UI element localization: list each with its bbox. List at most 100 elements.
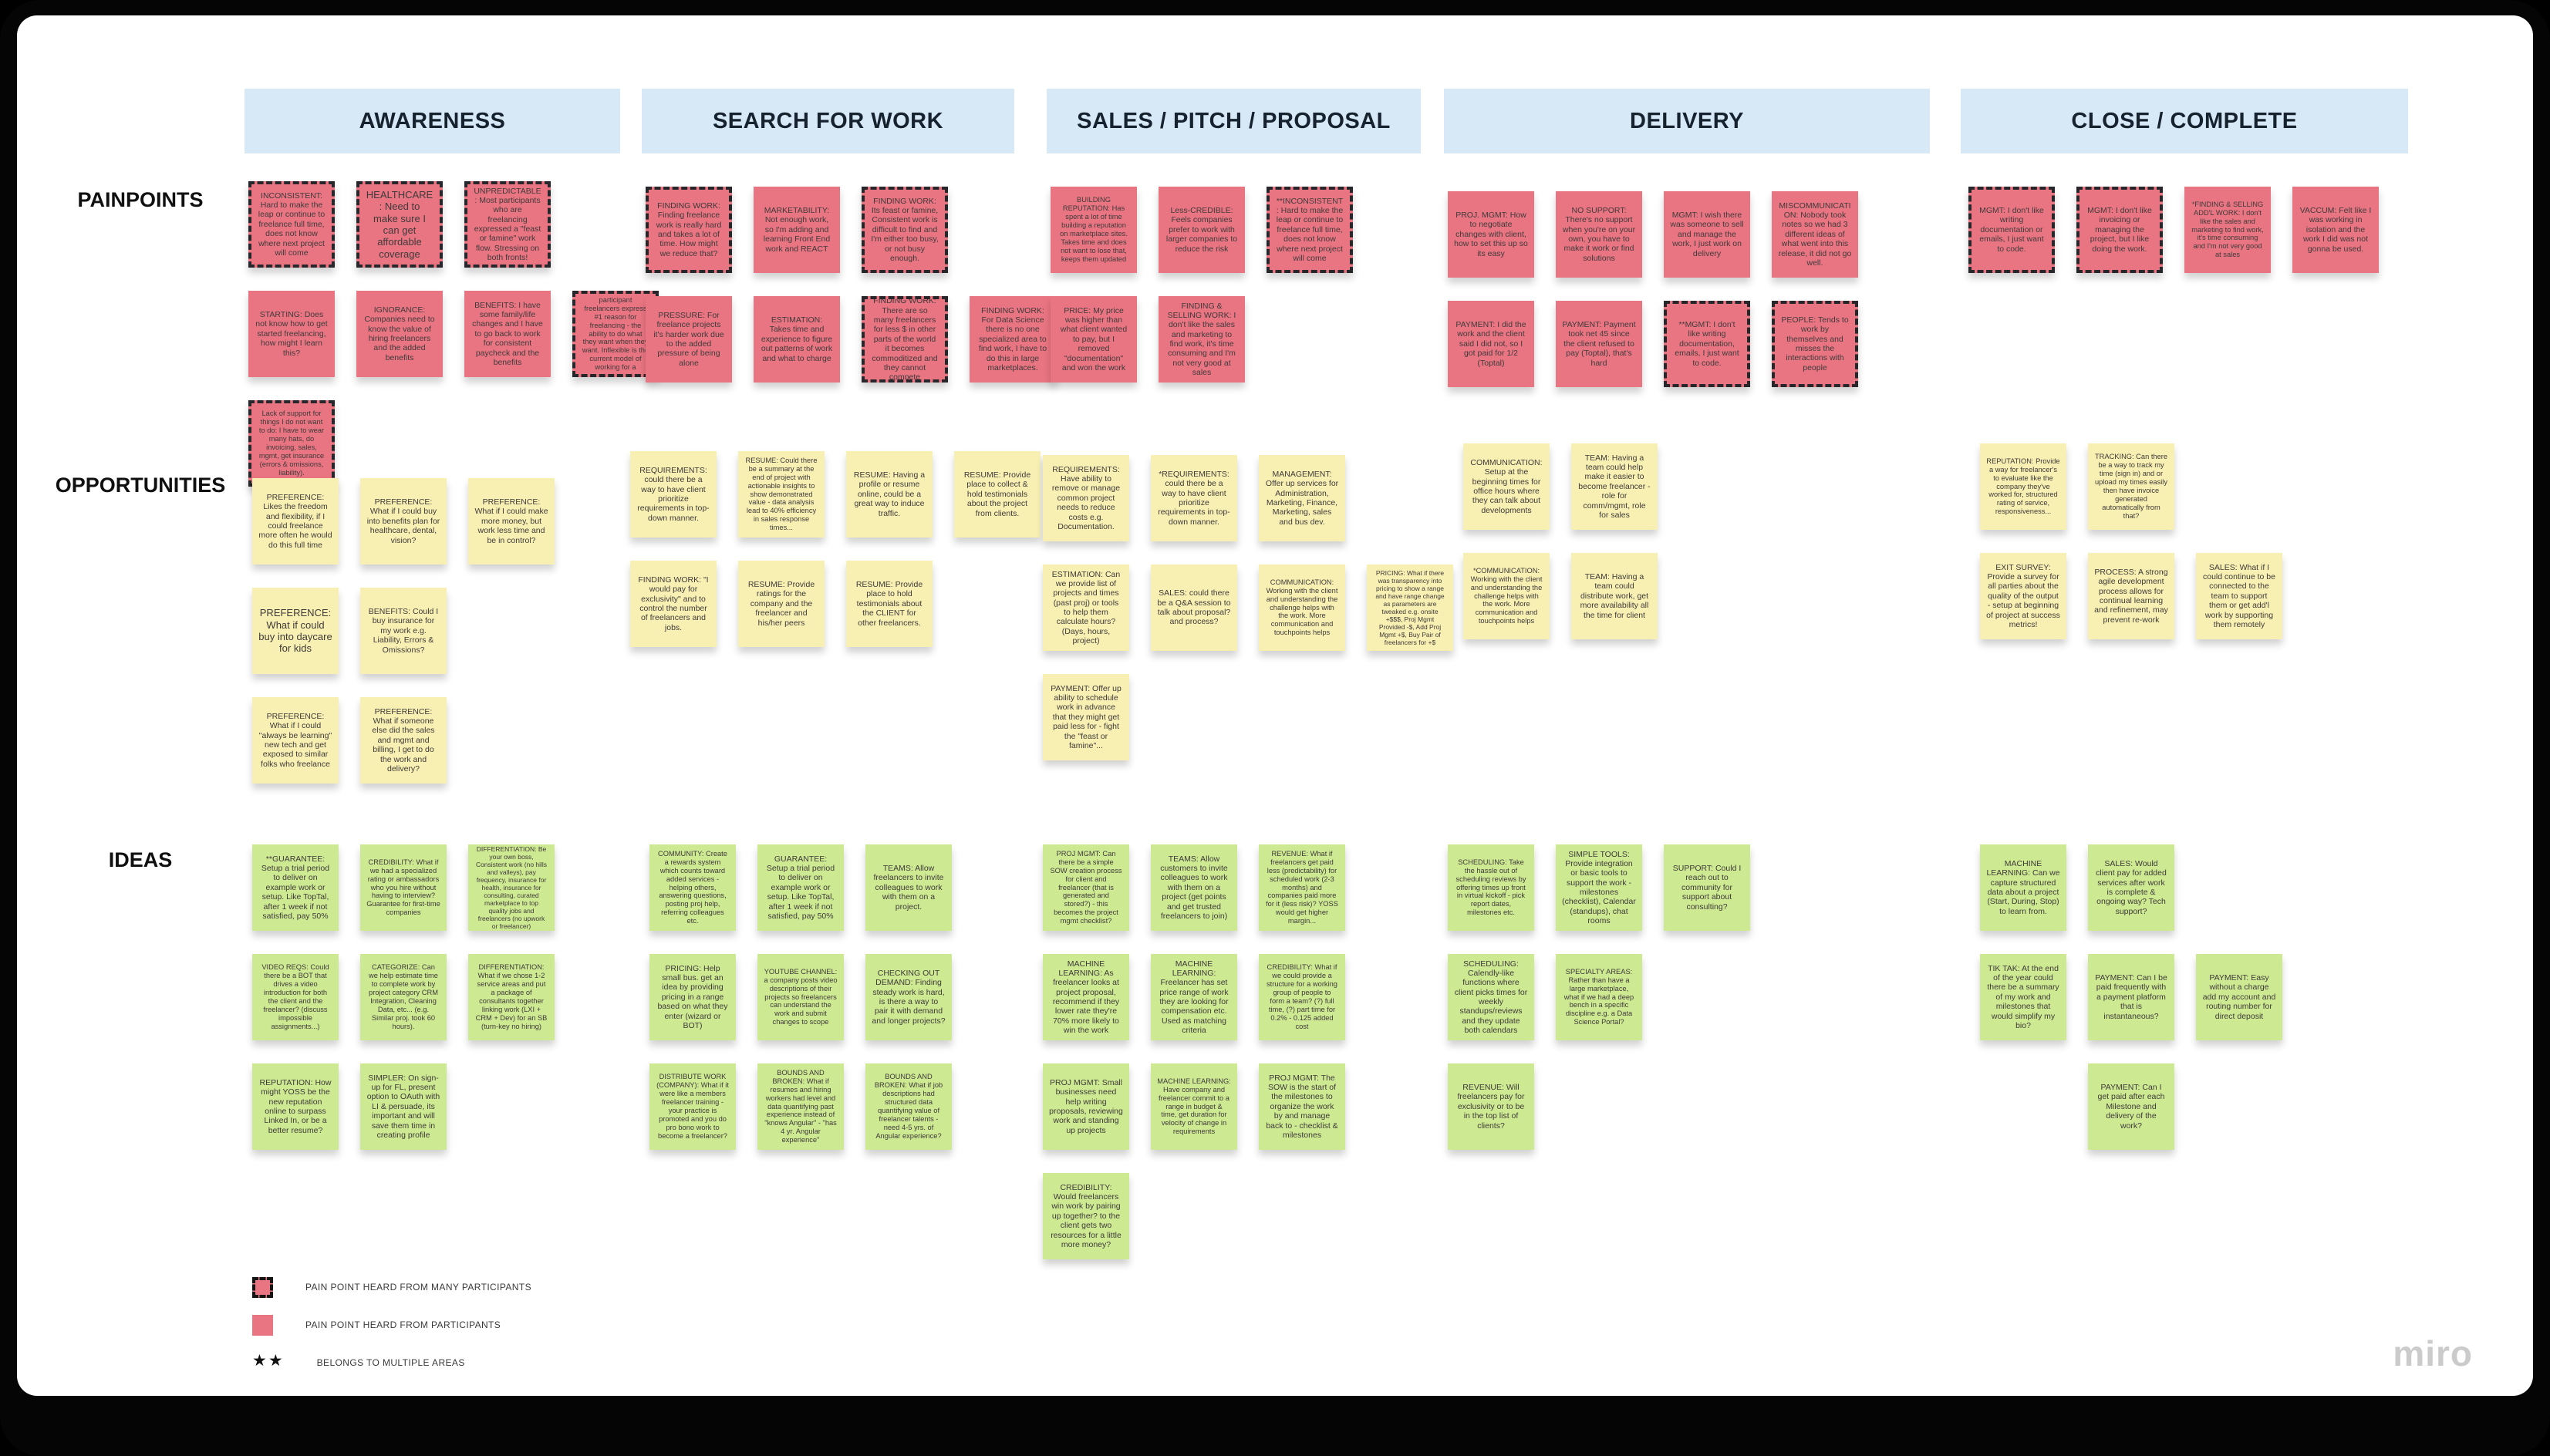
sticky-note[interactable]: MACHINE LEARNING: As freelancer looks at… [1043, 954, 1129, 1040]
sticky-note[interactable]: PRICING: What if there was transparency … [1367, 565, 1453, 651]
sticky-note[interactable]: SCHEDULING: Calendly-like functions wher… [1448, 954, 1534, 1040]
sticky-note[interactable]: MGMT: I don't like invoicing or managing… [2076, 187, 2163, 273]
sticky-note[interactable]: BOUNDS AND BROKEN: What if job descripti… [865, 1063, 952, 1150]
sticky-note[interactable]: STARTING: Does not know how to get start… [248, 291, 335, 377]
sticky-note[interactable]: PAYMENT: Can I be paid frequently with a… [2088, 954, 2174, 1040]
sticky-note[interactable]: PRICE: My price was higher than what cli… [1051, 296, 1137, 383]
sticky-note[interactable]: VIDEO REQS: Could there be a BOT that dr… [252, 954, 339, 1040]
sticky-note[interactable]: DISTRIBUTE WORK (COMPANY): What if it we… [649, 1063, 736, 1150]
sticky-note[interactable]: UNPREDICTABLE: Most participants who are… [464, 181, 551, 268]
sticky-note[interactable]: PREFERENCE: What if I could make more mo… [468, 478, 555, 565]
sticky-note[interactable]: IGNORANCE: Companies need to know the va… [356, 291, 443, 377]
sticky-note[interactable]: PRESSURE: For freelance projects it's ha… [646, 296, 732, 383]
sticky-note[interactable]: PEOPLE: Tends to work by themselves and … [1772, 301, 1858, 387]
sticky-note[interactable]: MACHINE LEARNING: Have company and freel… [1151, 1063, 1237, 1150]
sticky-note[interactable]: MGMT: I wish there was someone to sell a… [1664, 191, 1750, 278]
sticky-note[interactable]: FINDING WORK: For Data Science there is … [970, 296, 1056, 383]
sticky-note[interactable]: COMMUNICATION: Setup at the beginning ti… [1463, 443, 1550, 530]
sticky-note[interactable]: SALES: What if I could continue to be co… [2196, 553, 2282, 639]
sticky-note[interactable]: REVENUE: Will freelancers pay for exclus… [1448, 1063, 1534, 1150]
sticky-note[interactable]: PREFERENCE: Likes the freedom and flexib… [252, 478, 339, 565]
sticky-note[interactable]: SALES: could there be a Q&A session to t… [1151, 565, 1237, 651]
sticky-note[interactable]: PROJ. MGMT: How to negotiate changes wit… [1448, 191, 1534, 278]
sticky-note[interactable]: PROJ MGMT: Small businesses need help wr… [1043, 1063, 1129, 1150]
sticky-note[interactable]: PAYMENT: Can I get paid after each Miles… [2088, 1063, 2174, 1150]
sticky-note[interactable]: FINDING WORK: There are so many freelanc… [862, 296, 948, 383]
sticky-note[interactable]: FINDING WORK: Finding freelance work is … [646, 187, 732, 273]
sticky-note[interactable]: REVENUE: What if freelancers get paid le… [1259, 844, 1345, 931]
sticky-note[interactable]: PREFERENCE: What if could buy into dayca… [252, 588, 339, 674]
sticky-note[interactable]: *FINDING & SELLING ADD'L WORK: I don't l… [2184, 187, 2271, 273]
sticky-note[interactable]: DIFFERENTIATION: Be your own boss, Consi… [468, 844, 555, 931]
sticky-note[interactable]: REPUTATION: Provide a way for freelancer… [1980, 443, 2066, 530]
sticky-note[interactable]: ESTIMATION: Takes time and experience to… [754, 296, 840, 383]
sticky-note[interactable]: PREFERENCE: What if someone else did the… [360, 697, 447, 784]
sticky-note[interactable]: Less-CREDIBLE: Feels companies prefer to… [1159, 187, 1245, 273]
sticky-note[interactable]: TRACKING: Can there be a way to track my… [2088, 443, 2174, 530]
sticky-note[interactable]: ESTIMATION: Can we provide list of proje… [1043, 565, 1129, 651]
sticky-note[interactable]: SIMPLER: On sign-up for FL, present opti… [360, 1063, 447, 1150]
sticky-note[interactable]: FINDING WORK: "I would pay for exclusivi… [630, 561, 717, 647]
sticky-note[interactable]: COMMUNITY: Create a rewards system which… [649, 844, 736, 931]
sticky-note[interactable]: **INCONSISTENT: Hard to make the leap or… [1267, 187, 1353, 273]
sticky-note[interactable]: PROJ MGMT: The SOW is the start of the m… [1259, 1063, 1345, 1150]
sticky-note[interactable]: VACCUM: Felt like I was working in isola… [2292, 187, 2379, 273]
sticky-note[interactable]: PAYMENT: Payment took net 45 since the c… [1556, 301, 1642, 387]
sticky-note[interactable]: REPUTATION: How might YOSS be the new re… [252, 1063, 339, 1150]
sticky-note[interactable]: RESUME: Provide ratings for the company … [738, 561, 825, 647]
sticky-note[interactable]: FINDING WORK: Its feast or famine, Consi… [862, 187, 948, 273]
sticky-note[interactable]: *COMMUNICATION: Working with the client … [1463, 553, 1550, 639]
sticky-note[interactable]: Lack of support for things I do not want… [248, 400, 335, 487]
sticky-note[interactable]: TIK TAK: At the end of the year could th… [1980, 954, 2066, 1040]
sticky-note[interactable]: CATEGORIZE: Can we help estimate time to… [360, 954, 447, 1040]
sticky-note[interactable]: PAYMENT: Offer up ability to schedule wo… [1043, 674, 1129, 760]
sticky-note[interactable]: SCHEDULING: Take the hassle out of sched… [1448, 844, 1534, 931]
sticky-note[interactable]: **MGMT: I don't like writing documentati… [1664, 301, 1750, 387]
sticky-note[interactable]: TEAMS: Allow freelancers to invite colle… [865, 844, 952, 931]
sticky-note[interactable]: PAYMENT: I did the work and the client s… [1448, 301, 1534, 387]
sticky-note[interactable]: BENEFITS: Could I buy insurance for my w… [360, 588, 447, 674]
sticky-note[interactable]: YOUTUBE CHANNEL: a company posts video d… [757, 954, 844, 1040]
sticky-note[interactable]: BENEFITS: I have some family/life change… [464, 291, 551, 377]
sticky-note[interactable]: MANAGEMENT: Offer up services for Admini… [1259, 455, 1345, 541]
sticky-note[interactable]: PAYMENT: Easy without a charge add my ac… [2196, 954, 2282, 1040]
sticky-note[interactable]: GUARANTEE: Setup a trial period to deliv… [757, 844, 844, 931]
sticky-note[interactable]: SPECIALTY AREAS: Rather than have a larg… [1556, 954, 1642, 1040]
sticky-note[interactable]: BUILDING REPUTATION: Has spent a lot of … [1051, 187, 1137, 273]
sticky-note[interactable]: *REQUIREMENTS: could there be a way to h… [1151, 455, 1237, 541]
sticky-note[interactable]: TEAMS: Allow customers to invite colleag… [1151, 844, 1237, 931]
sticky-note[interactable]: CREDIBILITY: What if we had a specialize… [360, 844, 447, 931]
sticky-note[interactable]: DIFFERENTIATION: What if we chose 1-2 se… [468, 954, 555, 1040]
sticky-note[interactable]: RESUME: Having a profile or resume onlin… [846, 451, 933, 538]
sticky-note[interactable]: CHECKING OUT DEMAND: Finding steady work… [865, 954, 952, 1040]
sticky-note[interactable]: MACHINE LEARNING: Can we capture structu… [1980, 844, 2066, 931]
sticky-note[interactable]: SALES: Would client pay for added servic… [2088, 844, 2174, 931]
sticky-note[interactable]: HEALTHCARE: Need to make sure I can get … [356, 181, 443, 268]
sticky-note[interactable]: SIMPLE TOOLS: Provide integration or bas… [1556, 844, 1642, 931]
sticky-note[interactable]: REQUIREMENTS: Have ability to remove or … [1043, 455, 1129, 541]
sticky-note[interactable]: PRICING: Help small bus. get an idea by … [649, 954, 736, 1040]
sticky-note[interactable]: MGMT: I don't like writing documentation… [1968, 187, 2055, 273]
sticky-note[interactable]: TEAM: Having a team could help make it e… [1571, 443, 1658, 530]
sticky-note[interactable]: INCONSISTENT: Hard to make the leap or c… [248, 181, 335, 268]
sticky-note[interactable]: BOUNDS AND BROKEN: What if resumes and h… [757, 1063, 844, 1150]
sticky-note[interactable]: PREFERENCE: What if I could "always be l… [252, 697, 339, 784]
sticky-note[interactable]: SUPPORT: Could I reach out to community … [1664, 844, 1750, 931]
sticky-note[interactable]: PROJ MGMT: Can there be a simple SOW cre… [1043, 844, 1129, 931]
sticky-note[interactable]: COMMUNICATION: Working with the client a… [1259, 565, 1345, 651]
sticky-note[interactable]: RESUME: Provide place to hold testimonia… [846, 561, 933, 647]
sticky-note[interactable]: MARKETABILITY: Not enough work, so I'm a… [754, 187, 840, 273]
sticky-note[interactable]: RESUME: Could there be a summary at the … [738, 451, 825, 538]
sticky-note[interactable]: CREDIBILITY: Would freelancers win work … [1043, 1173, 1129, 1259]
sticky-note[interactable]: PROCESS: A strong agile development proc… [2088, 553, 2174, 639]
sticky-note[interactable]: PREFERENCE: What if I could buy into ben… [360, 478, 447, 565]
sticky-note[interactable]: FINDING & SELLING WORK: I don't like the… [1159, 296, 1245, 383]
sticky-note[interactable]: **GUARANTEE: Setup a trial period to del… [252, 844, 339, 931]
sticky-note[interactable]: IN-FLEXIBILITY: All participant freelanc… [572, 291, 659, 377]
sticky-note[interactable]: NO SUPPORT: There's no support when you'… [1556, 191, 1642, 278]
sticky-note[interactable]: MACHINE LEARNING: Freelancer has set pri… [1151, 954, 1237, 1040]
sticky-note[interactable]: EXIT SURVEY: Provide a survey for all pa… [1980, 553, 2066, 639]
sticky-note[interactable]: CREDIBILITY: What if we could provide a … [1259, 954, 1345, 1040]
sticky-note[interactable]: MISCOMMUNICATION: Nobody took notes so w… [1772, 191, 1858, 278]
sticky-note[interactable]: REQUIREMENTS: could there be a way to ha… [630, 451, 717, 538]
